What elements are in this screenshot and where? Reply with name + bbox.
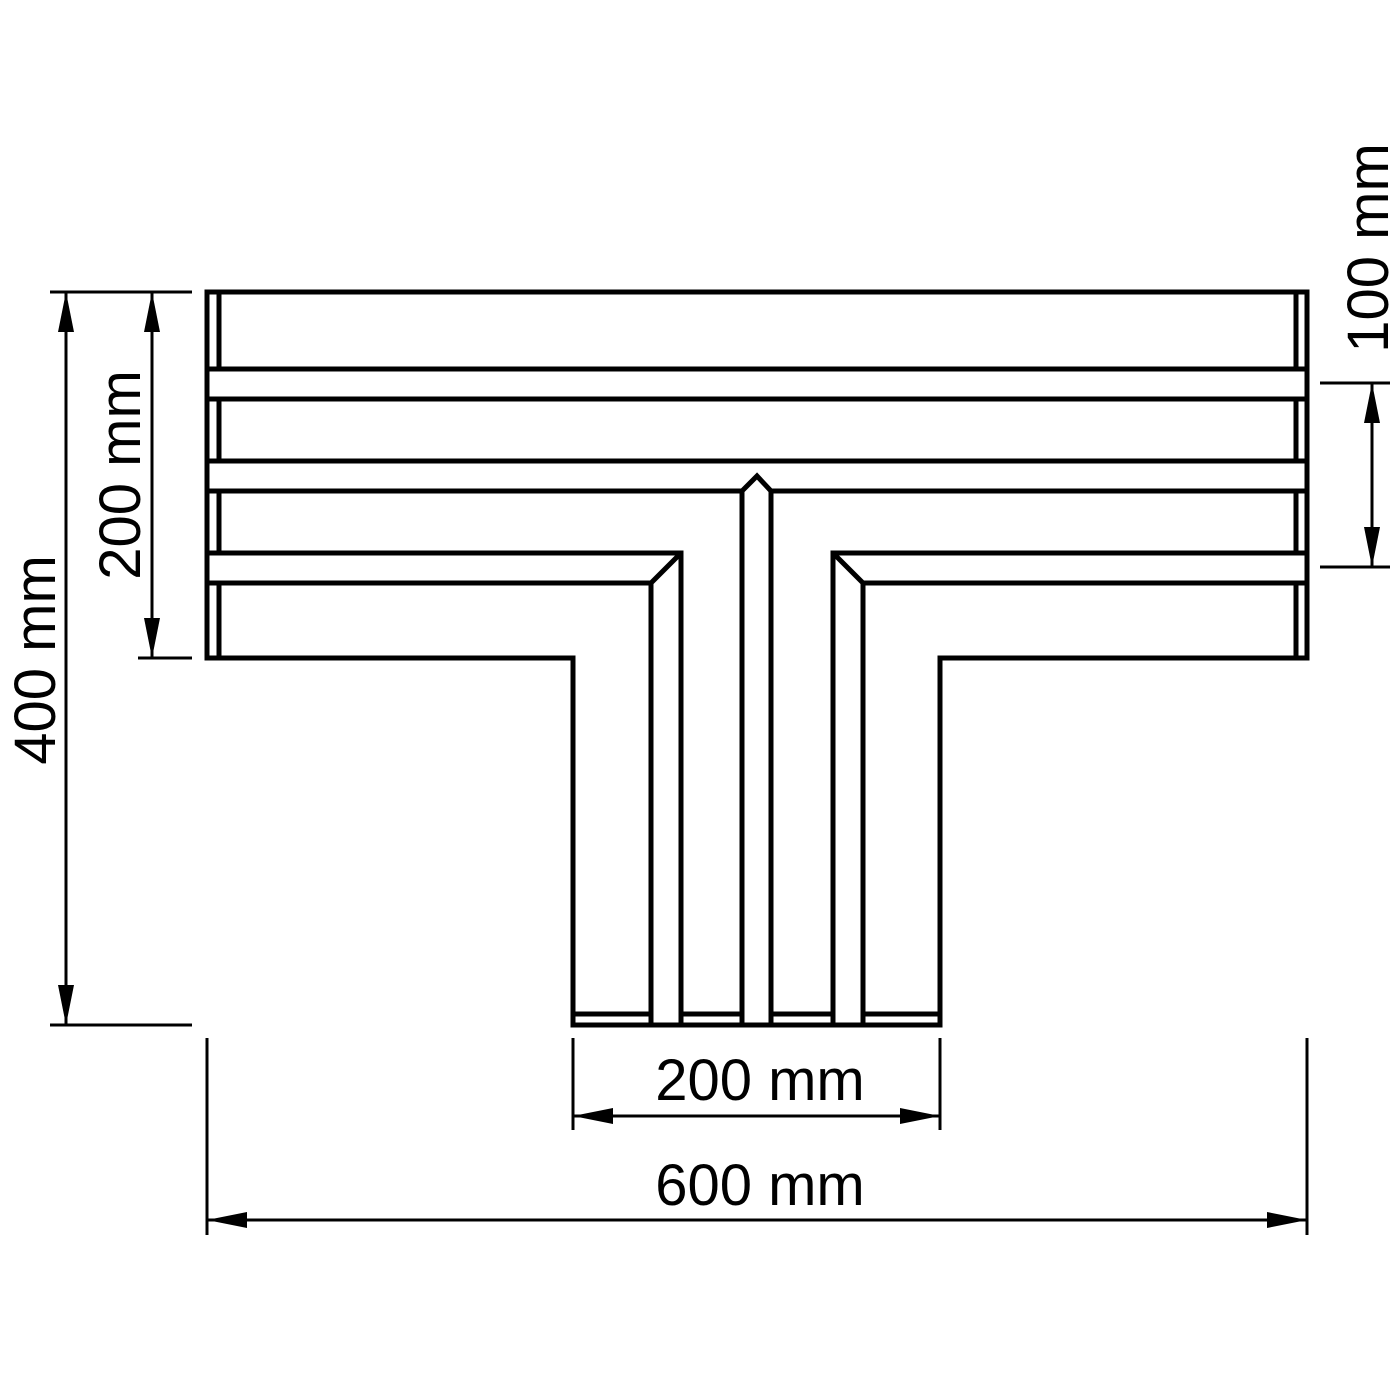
dim-200v-label: 200 mm: [88, 370, 153, 580]
right-band-miter: [830, 550, 1307, 1025]
tee-outline: [204, 289, 1310, 1028]
dim-200h-label: 200 mm: [655, 1048, 865, 1113]
dim-600-label: 600 mm: [655, 1153, 865, 1218]
center-rib: [739, 472, 774, 1025]
dim-100-label: 100 mm: [1336, 143, 1400, 353]
dim-400-label: 400 mm: [3, 555, 68, 765]
tee-body: [204, 289, 1310, 1028]
left-miter: [649, 551, 683, 585]
dimension-lines: [50, 290, 1390, 1235]
right-miter: [831, 551, 865, 585]
left-band-miter: [207, 550, 684, 1025]
right-band-inner: [860, 580, 1307, 1025]
left-band-inner: [207, 580, 654, 1025]
